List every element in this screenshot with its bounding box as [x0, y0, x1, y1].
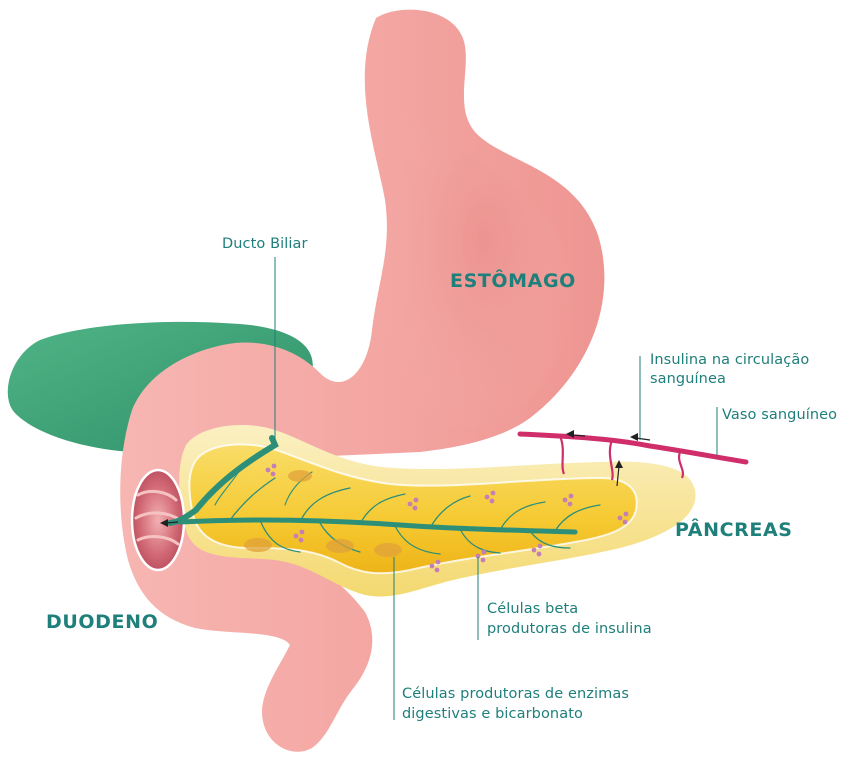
insulin-circulation-label-line1: Insulina na circulação — [650, 351, 809, 370]
enzyme-cells-label-line2: digestivas e bicarbonato — [402, 705, 583, 724]
stomach-label: ESTÔMAGO — [450, 270, 576, 292]
insulin-circulation-label-line2: sanguínea — [650, 370, 726, 389]
pancreas-label: PÂNCREAS — [675, 519, 793, 541]
bile-duct-label: Ducto Biliar — [222, 235, 308, 254]
beta-cells-label-line2: produtoras de insulina — [487, 620, 652, 639]
beta-cells-label-line1: Células beta — [487, 600, 578, 619]
blood-vessel-label: Vaso sanguíneo — [722, 406, 837, 425]
duodenum-label: DUODENO — [46, 611, 158, 633]
enzyme-cells-label-line1: Células produtoras de enzimas — [402, 685, 629, 704]
